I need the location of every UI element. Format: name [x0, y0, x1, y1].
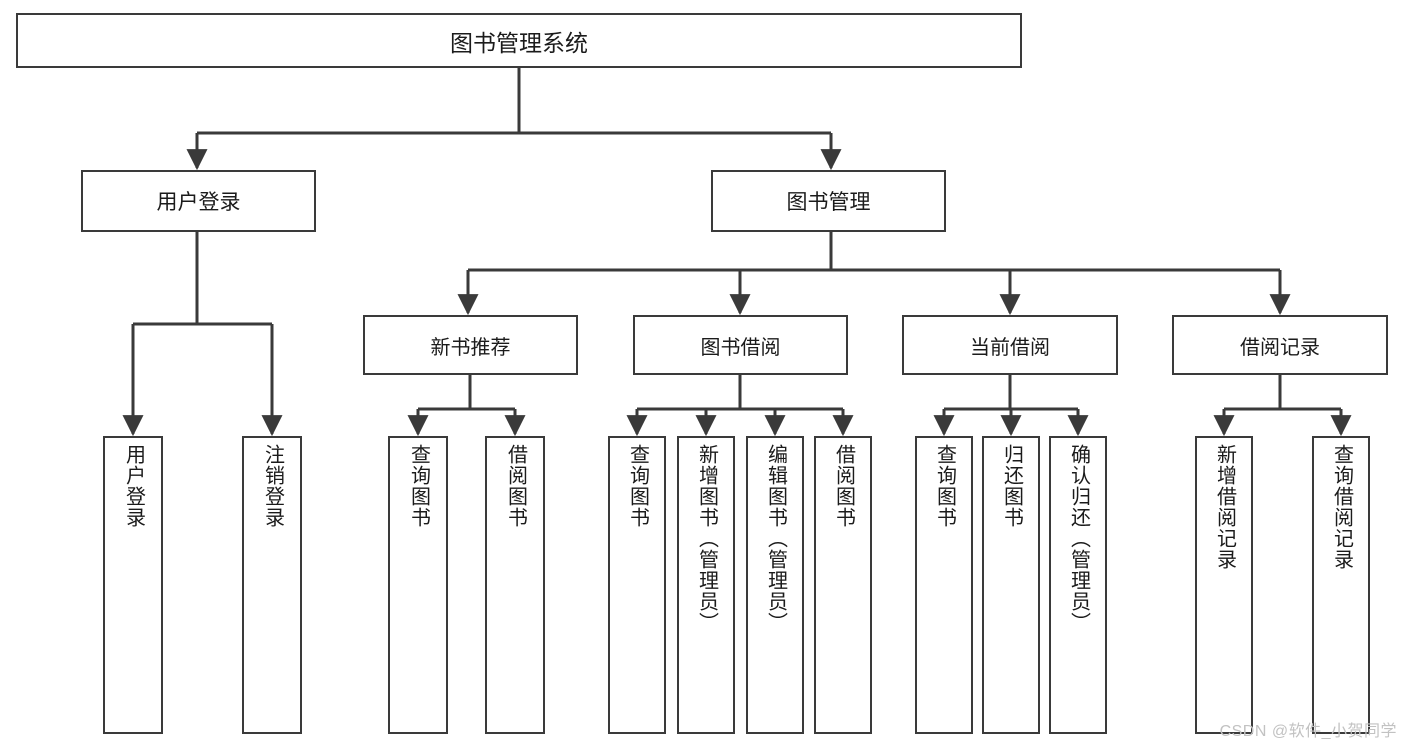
- leaf-new-book-2-label: 借阅图书: [504, 444, 527, 528]
- leaf-current-borrow-3-label: 确认归还（管理员）: [1067, 444, 1090, 633]
- leaf-user-login-1[interactable]: 用户登录: [103, 436, 163, 734]
- node-new-book-label: 新书推荐: [430, 336, 511, 359]
- node-borrow-record[interactable]: 借阅记录: [1172, 315, 1388, 375]
- leaf-user-login-2[interactable]: 注销登录: [242, 436, 302, 734]
- node-borrow-record-label: 借阅记录: [1240, 336, 1320, 359]
- leaf-current-borrow-3[interactable]: 确认归还（管理员）: [1049, 436, 1107, 734]
- node-user-login[interactable]: 用户登录: [81, 170, 316, 232]
- leaf-book-borrow-4[interactable]: 借阅图书: [814, 436, 872, 734]
- leaf-borrow-record-1[interactable]: 新增借阅记录: [1195, 436, 1253, 734]
- leaf-book-borrow-3[interactable]: 编辑图书（管理员）: [746, 436, 804, 734]
- leaf-current-borrow-2[interactable]: 归还图书: [982, 436, 1040, 734]
- leaf-book-borrow-1[interactable]: 查询图书: [608, 436, 666, 734]
- node-book-manage[interactable]: 图书管理: [711, 170, 946, 232]
- leaf-book-borrow-4-label: 借阅图书: [832, 444, 855, 528]
- node-book-borrow[interactable]: 图书借阅: [633, 315, 848, 375]
- leaf-book-borrow-3-label: 编辑图书（管理员）: [764, 444, 787, 633]
- leaf-new-book-2[interactable]: 借阅图书: [485, 436, 545, 734]
- node-book-borrow-label: 图书借阅: [700, 336, 781, 359]
- leaf-borrow-record-1-label: 新增借阅记录: [1213, 444, 1236, 570]
- csdn-watermark: CSDN @软件_小贺同学: [1219, 723, 1397, 740]
- leaf-user-login-2-label: 注销登录: [261, 444, 284, 528]
- node-current-borrow-label: 当前借阅: [970, 336, 1050, 359]
- node-book-manage-label: 图书管理: [786, 191, 871, 214]
- leaf-new-book-1-label: 查询图书: [407, 444, 430, 528]
- leaf-book-borrow-1-label: 查询图书: [626, 444, 649, 528]
- leaf-current-borrow-1-label: 查询图书: [933, 444, 956, 528]
- leaf-current-borrow-2-label: 归还图书: [1000, 444, 1023, 528]
- node-current-borrow[interactable]: 当前借阅: [902, 315, 1118, 375]
- node-new-book[interactable]: 新书推荐: [363, 315, 578, 375]
- leaf-current-borrow-1[interactable]: 查询图书: [915, 436, 973, 734]
- leaf-book-borrow-2-label: 新增图书（管理员）: [695, 444, 718, 633]
- leaf-new-book-1[interactable]: 查询图书: [388, 436, 448, 734]
- leaf-user-login-1-label: 用户登录: [122, 444, 145, 528]
- leaf-borrow-record-2[interactable]: 查询借阅记录: [1312, 436, 1370, 734]
- node-user-login-label: 用户登录: [156, 191, 241, 214]
- leaf-borrow-record-2-label: 查询借阅记录: [1330, 444, 1353, 570]
- node-root[interactable]: 图书管理系统: [16, 13, 1022, 68]
- node-root-label: 图书管理系统: [450, 29, 588, 56]
- leaf-book-borrow-2[interactable]: 新增图书（管理员）: [677, 436, 735, 734]
